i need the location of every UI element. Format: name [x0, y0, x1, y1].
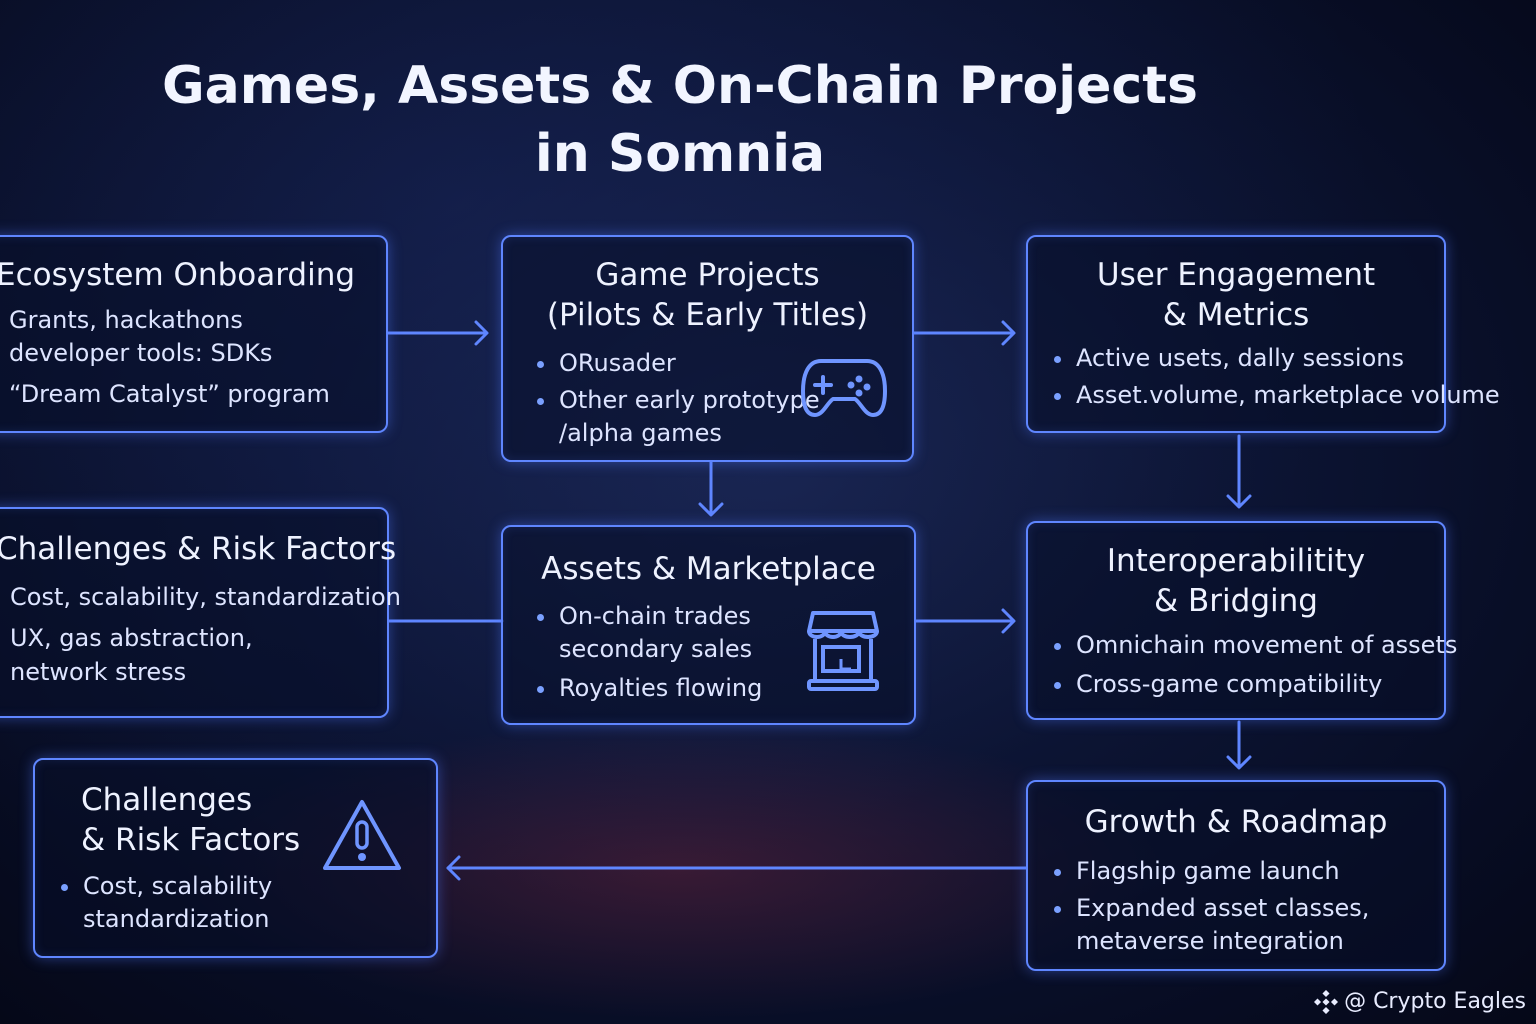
- interop-bullet-1: Omnichain movement of assets: [1076, 631, 1458, 659]
- challenges-top-line-1: Cost, scalability, standardization: [10, 583, 401, 611]
- game-projects-bullet-2: Other early prototype: [559, 386, 820, 414]
- growth-bullet-2: Expanded asset classes,: [1076, 894, 1370, 922]
- game-projects-title-line-2: (Pilots & Early Titles): [546, 297, 869, 333]
- ecosystem-onboarding-title: Ecosystem Onboarding: [0, 257, 356, 293]
- challenges-top-line-3: network stress: [10, 658, 187, 686]
- list-item: Royalties flowing: [535, 672, 762, 705]
- storefront-icon: [807, 611, 879, 691]
- ecosystem-onboarding-box: Ecosystem Onboarding: [0, 235, 388, 433]
- diamond-logo-icon: [1314, 989, 1339, 1014]
- challenges-bottom-bullet-1: Cost, scalability: [83, 872, 273, 900]
- challenges-bottom-box: Challenges & Risk Factors Cost, scalabil…: [33, 758, 438, 958]
- user-engagement-box: User Engagement & Metrics Active usets, …: [1026, 235, 1500, 433]
- list-item: Asset.volume, marketplace volume: [1052, 379, 1500, 412]
- game-projects-title: Game Projects (Pilots & Early Titles): [503, 255, 912, 335]
- arrowhead-assets-to-interop: [1001, 608, 1016, 634]
- challenges-top-box: Challenges & Risk Factors: [0, 507, 396, 718]
- growth-roadmap-box: Growth & Roadmap Flagship game launch Ex…: [1026, 780, 1446, 971]
- challenges-bottom-title-line-1: Challenges: [81, 782, 253, 818]
- challenges-bottom-title: Challenges & Risk Factors: [81, 780, 300, 860]
- challenges-bottom-bullet-1-cont: standardization: [83, 905, 270, 933]
- credit-watermark: @ Crypto Eagles: [1314, 989, 1526, 1014]
- gamepad-icon: [801, 359, 887, 417]
- arrowhead-growth-to-challenges: [446, 855, 461, 881]
- challenges-top-line-2: UX, gas abstraction,: [10, 624, 253, 652]
- assets-marketplace-list: On-chain trades secondary sales Royaltie…: [535, 600, 762, 705]
- challenges-top-title: Challenges & Risk Factors: [0, 531, 397, 567]
- game-projects-title-line-1: Game Projects: [595, 257, 820, 293]
- growth-roadmap-list: Flagship game launch Expanded asset clas…: [1052, 855, 1369, 958]
- list-item: Flagship game launch: [1052, 855, 1369, 888]
- title-line-2: in Somnia: [534, 124, 826, 184]
- growth-bullet-1: Flagship game launch: [1076, 857, 1340, 885]
- challenges-bottom-list: Cost, scalability standardization: [59, 870, 272, 936]
- user-engagement-title-line-2: & Metrics: [1162, 297, 1310, 333]
- list-item: Other early prototype /alpha games: [535, 384, 820, 450]
- credit-text: @ Crypto Eagles: [1344, 989, 1526, 1014]
- user-engagement-list: Active usets, dally sessions Asset.volum…: [1052, 342, 1500, 412]
- challenges-bottom-title-line-2: & Risk Factors: [81, 822, 301, 858]
- game-projects-box: Game Projects (Pilots & Early Titles) OR…: [501, 235, 914, 462]
- user-engagement-title: User Engagement & Metrics: [1028, 255, 1444, 335]
- list-item: Cost, scalability standardization: [59, 870, 272, 936]
- assets-marketplace-box: Assets & Marketplace On-chain trades sec…: [501, 525, 916, 725]
- interoperability-title-line-1: Interoperabilitity: [1106, 543, 1366, 579]
- ecosystem-line-1: Grants, hackathons: [9, 306, 243, 334]
- game-projects-bullet-2-cont: /alpha games: [559, 419, 722, 447]
- list-item: On-chain trades secondary sales: [535, 600, 762, 666]
- page-title: Games, Assets & On-Chain Projects in Som…: [160, 52, 1200, 188]
- assets-bullet-2: Royalties flowing: [559, 674, 763, 702]
- arrowhead-engagement-to-interop: [1226, 494, 1252, 509]
- ecosystem-line-3: “Dream Catalyst” program: [9, 380, 330, 408]
- list-item: Omnichain movement of assets: [1052, 629, 1457, 662]
- user-engagement-title-line-1: User Engagement: [1096, 257, 1376, 293]
- engagement-bullet-2: Asset.volume, marketplace volume: [1076, 381, 1500, 409]
- list-item: Expanded asset classes, metaverse integr…: [1052, 892, 1369, 958]
- warning-icon: [323, 800, 401, 870]
- interoperability-title: Interoperabilitity & Bridging: [1028, 541, 1444, 621]
- interop-bullet-2: Cross-game compatibility: [1076, 670, 1383, 698]
- interoperability-title-line-2: & Bridging: [1154, 583, 1318, 619]
- game-projects-list: ORusader Other early prototype /alpha ga…: [535, 347, 820, 450]
- interoperability-list: Omnichain movement of assets Cross-game …: [1052, 629, 1457, 701]
- assets-bullet-1-cont: secondary sales: [559, 635, 753, 663]
- assets-marketplace-title: Assets & Marketplace: [541, 551, 876, 587]
- arrowhead-games-to-assets: [698, 502, 724, 517]
- list-item: ORusader: [535, 347, 820, 380]
- arrowhead-games-to-engagement: [1001, 320, 1016, 346]
- arrowhead-interop-to-growth: [1226, 755, 1252, 770]
- growth-roadmap-title: Growth & Roadmap: [1084, 804, 1388, 840]
- arrowhead-ecosystem-to-games: [474, 320, 489, 346]
- list-item: Active usets, dally sessions: [1052, 342, 1500, 375]
- assets-bullet-1: On-chain trades: [559, 602, 751, 630]
- ecosystem-line-2: developer tools: SDKs: [9, 339, 273, 367]
- engagement-bullet-1: Active usets, dally sessions: [1076, 344, 1404, 372]
- list-item: Cross-game compatibility: [1052, 668, 1457, 701]
- title-line-1: Games, Assets & On-Chain Projects: [161, 56, 1199, 116]
- growth-bullet-2-cont: metaverse integration: [1076, 927, 1344, 955]
- interoperability-box: Interoperabilitity & Bridging Omnichain …: [1026, 521, 1457, 720]
- game-projects-bullet-1: ORusader: [559, 349, 676, 377]
